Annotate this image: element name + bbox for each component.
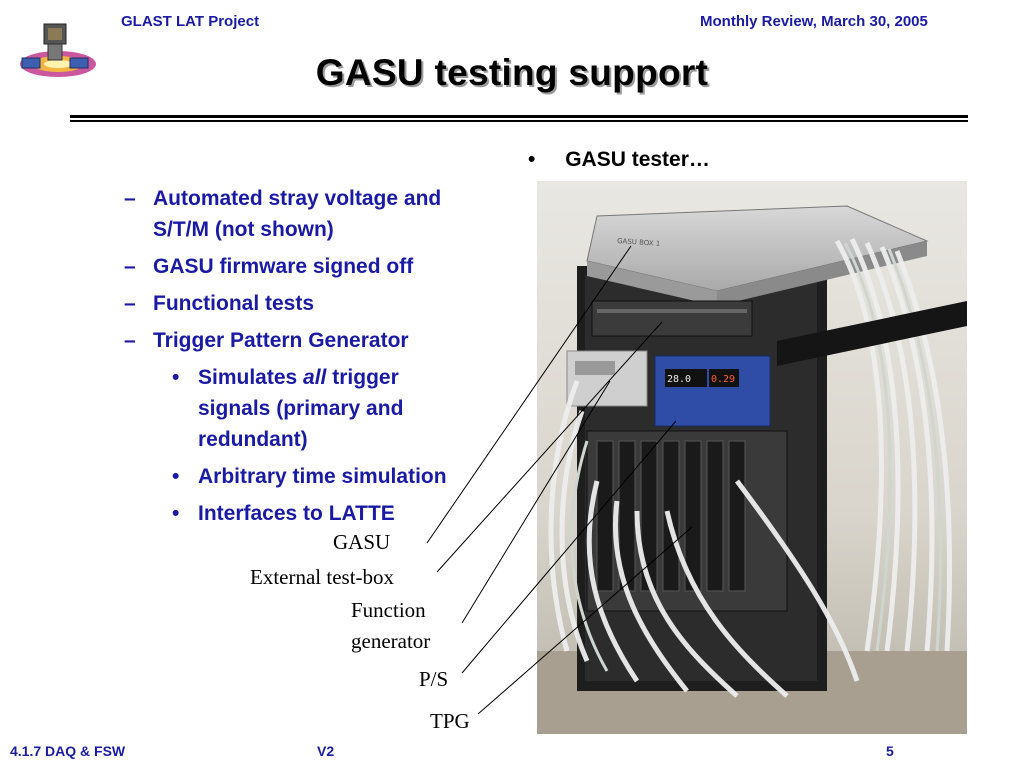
dash-symbol: – [124,187,136,210]
callout-function-line2: generator [351,629,431,653]
header-date: Monthly Review, March 30, 2005 [700,13,928,30]
sub-list-item: • Arbitrary time simulation [172,461,524,492]
callout-test-box: External test-box [250,565,395,589]
right-bullet-text: GASU tester… [565,148,710,171]
list-item-text: Trigger Pattern Generator [153,329,409,352]
callout-function-generator: Function generator [351,595,430,657]
footer-left: 4.1.7 DAQ & FSW [10,743,126,759]
list-item-text: Functional tests [153,292,315,315]
bullet-dot: • [528,148,536,171]
list-item-text: GASU firmware signed off [153,255,414,278]
left-list: – Automated stray voltage and S/T/M (not… [124,183,524,529]
title-rule-bottom [70,120,968,122]
gasu-tester-photo: GASU BOX 1 28.0 0.29 [537,181,967,734]
sub-item-text: signals (primary and [198,397,404,420]
slide-title: GASU testing support [315,52,709,93]
dash-symbol: – [124,255,136,278]
footer-version: V2 [317,743,335,759]
psu-display-right: 0.29 [711,374,735,385]
callout-gasu: GASU [333,530,391,554]
dash-symbol: – [124,292,136,315]
sub-item-text: Arbitrary time simulation [198,465,447,488]
list-item: – Trigger Pattern Generator [124,325,524,356]
list-item: – GASU firmware signed off [124,251,524,282]
psu-display-left: 28.0 [667,374,691,385]
title-rule-top [70,115,968,118]
sub-bullet: • [172,366,180,389]
sub-bullet: • [172,465,180,488]
photo-box-label: GASU BOX 1 [617,237,661,248]
callout-tpg: TPG [430,709,470,733]
right-bullet: • GASU tester… [528,148,710,172]
list-item: – Automated stray voltage and S/T/M (not… [124,183,524,245]
sub-item-text: redundant) [198,428,308,451]
sub-item-text: Simulates all trigger [198,362,403,393]
dash-symbol: – [124,329,136,352]
callout-function-line1: Function [351,598,426,622]
list-item-text: S/T/M (not shown) [153,218,334,241]
list-item: – Functional tests [124,288,524,319]
sub-item-emphasis: all [303,366,327,389]
sub-list-item: • Simulates all trigger signals (primary… [172,362,524,455]
header-project: GLAST LAT Project [121,13,260,30]
sub-item-suffix: trigger [326,366,399,389]
glast-logo [8,14,104,86]
sub-list-item: • Interfaces to LATTE [172,498,524,529]
list-item-text: Automated stray voltage and [153,187,442,210]
page-number: 5 [886,743,894,759]
sub-item-prefix: Simulates [198,366,304,389]
sub-item-text: Interfaces to LATTE [198,502,395,525]
callout-ps: P/S [419,667,449,691]
sub-bullet: • [172,502,180,525]
